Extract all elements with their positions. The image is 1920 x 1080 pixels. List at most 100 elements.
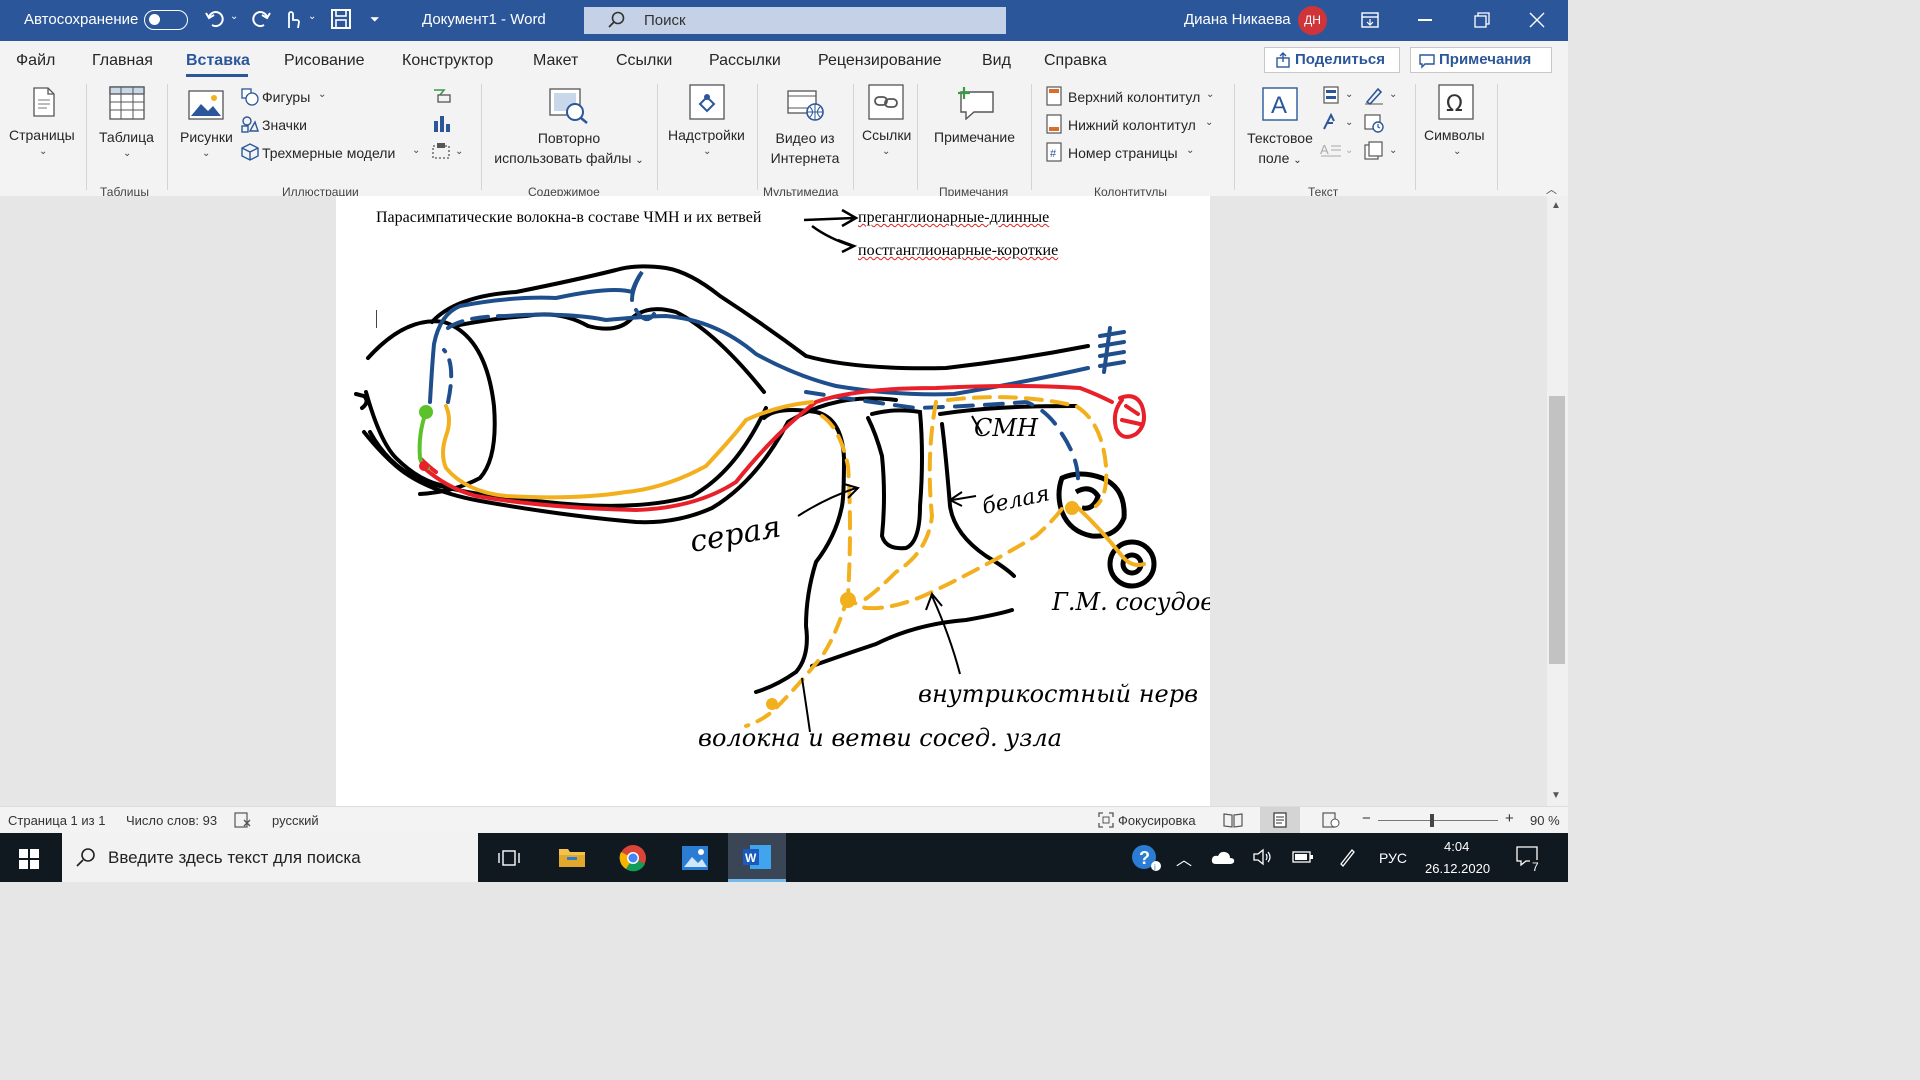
table-icon[interactable] [109, 86, 145, 120]
symbols-dropdown-icon[interactable]: ⌄ [1453, 146, 1462, 157]
reuse-files-icon[interactable] [549, 88, 589, 124]
language-indicator[interactable]: русский [272, 813, 319, 828]
web-layout-icon[interactable] [1322, 812, 1340, 828]
page-number-dropdown-icon[interactable]: ⌄ [1186, 145, 1195, 156]
focus-mode-button[interactable]: Фокусировка [1118, 813, 1196, 828]
header-dropdown-icon[interactable]: ⌄ [1206, 89, 1215, 100]
page-number-icon[interactable]: # [1046, 142, 1062, 162]
footer-icon[interactable] [1046, 114, 1062, 134]
symbols-button[interactable]: Символы [1424, 127, 1485, 143]
shapes-dropdown-icon[interactable]: ⌄ [318, 89, 327, 100]
focus-icon[interactable] [1098, 812, 1114, 828]
text-box-dropdown-icon[interactable]: ⌄ [1293, 155, 1302, 166]
save-icon[interactable] [330, 8, 352, 30]
chrome-icon[interactable] [619, 844, 647, 872]
reuse-files-dropdown-icon[interactable]: ⌄ [635, 155, 644, 166]
addins-icon[interactable] [689, 84, 725, 120]
signature-line-dropdown-icon[interactable]: ⌄ [1389, 89, 1398, 100]
zoom-slider-thumb[interactable] [1430, 814, 1434, 827]
tab-file[interactable]: Файл [16, 52, 56, 69]
undo-icon[interactable] [204, 8, 226, 30]
search-box[interactable]: Поиск [584, 7, 1006, 34]
page-count[interactable]: Страница 1 из 1 [8, 813, 106, 828]
tab-insert[interactable]: Вставка [186, 52, 250, 69]
taskbar-search-box[interactable]: Введите здесь текст для поиска [62, 833, 478, 882]
pictures-icon[interactable] [188, 90, 224, 120]
header-button[interactable]: Верхний колонтитул [1068, 89, 1201, 105]
help-icon[interactable]: ?i [1131, 844, 1161, 872]
proofing-icon[interactable] [234, 812, 252, 828]
new-comment-button[interactable]: Примечание [934, 129, 1016, 145]
links-icon[interactable] [868, 84, 904, 120]
document-page[interactable]: Парасимпатические волокна-в составе ЧМН … [336, 196, 1210, 806]
online-video-icon[interactable] [787, 88, 825, 122]
3d-models-button[interactable]: Трехмерные модели [262, 145, 396, 161]
ribbon-display-options-icon[interactable] [1361, 11, 1379, 29]
links-dropdown-icon[interactable]: ⌄ [882, 146, 891, 157]
touch-dropdown-icon[interactable]: ⌄ [308, 11, 317, 22]
undo-dropdown-icon[interactable]: ⌄ [230, 11, 239, 22]
collapse-ribbon-icon[interactable]: ︿ [1546, 184, 1557, 196]
footer-dropdown-icon[interactable]: ⌄ [1205, 117, 1214, 128]
page-number-button[interactable]: Номер страницы [1068, 145, 1178, 161]
screenshot-dropdown-icon[interactable]: ⌄ [455, 146, 464, 157]
word-count[interactable]: Число слов: 93 [126, 813, 218, 828]
addins-button[interactable]: Надстройки [668, 127, 745, 143]
pages-button[interactable]: Страницы [9, 127, 75, 143]
notification-center-icon[interactable] [1516, 846, 1538, 866]
customize-qat-icon[interactable]: ⏷ [370, 12, 380, 26]
show-hidden-icons-icon[interactable]: ︿ [1176, 852, 1193, 869]
comments-button[interactable]: Примечания [1410, 47, 1552, 73]
scroll-down-icon[interactable]: ▼ [1551, 790, 1561, 801]
tab-references[interactable]: Ссылки [616, 52, 673, 69]
volume-icon[interactable] [1252, 848, 1272, 866]
wordart-dropdown-icon[interactable]: ⌄ [1345, 117, 1354, 128]
scroll-up-icon[interactable]: ▲ [1551, 200, 1561, 211]
zoom-slider[interactable] [1378, 820, 1498, 821]
addins-dropdown-icon[interactable]: ⌄ [703, 146, 712, 157]
print-layout-button[interactable] [1260, 807, 1300, 833]
zoom-in-icon[interactable]: + [1505, 810, 1514, 827]
icons-button[interactable]: Значки [262, 117, 307, 133]
tab-review[interactable]: Рецензирование [818, 52, 942, 69]
wordart-icon[interactable] [1322, 113, 1340, 131]
share-button[interactable]: Поделиться [1264, 47, 1400, 73]
pictures-dropdown-icon[interactable]: ⌄ [202, 148, 211, 159]
photos-icon[interactable] [681, 845, 709, 871]
battery-icon[interactable] [1292, 850, 1314, 864]
screenshot-icon[interactable] [432, 142, 452, 160]
chart-icon[interactable] [432, 113, 452, 133]
file-explorer-icon[interactable] [558, 845, 586, 869]
header-icon[interactable] [1046, 86, 1062, 106]
input-language[interactable]: РУС [1379, 850, 1408, 866]
reuse-files-button[interactable]: Повторно использовать файлы ⌄ [486, 128, 652, 171]
avatar[interactable]: ДН [1298, 6, 1327, 35]
table-button[interactable]: Таблица [99, 129, 154, 145]
tab-layout[interactable]: Макет [533, 52, 579, 69]
minimize-icon[interactable] [1418, 19, 1432, 21]
tab-view[interactable]: Вид [982, 52, 1011, 69]
touch-mode-icon[interactable] [282, 8, 302, 30]
pictures-button[interactable]: Рисунки [180, 129, 233, 145]
3d-models-dropdown-icon[interactable]: ⌄ [412, 145, 421, 156]
tab-design[interactable]: Конструктор [402, 52, 494, 69]
shapes-icon[interactable] [241, 88, 259, 106]
tab-help[interactable]: Справка [1044, 52, 1107, 69]
restore-icon[interactable] [1474, 12, 1490, 28]
scrollbar-thumb[interactable] [1549, 396, 1565, 664]
tab-home[interactable]: Главная [92, 52, 153, 69]
quick-parts-icon[interactable] [1323, 86, 1339, 104]
table-dropdown-icon[interactable]: ⌄ [123, 148, 132, 159]
clock-time[interactable]: 4:04 [1444, 839, 1470, 854]
3d-models-icon[interactable] [241, 143, 259, 161]
taskbar-word-active[interactable]: W [728, 833, 786, 882]
read-mode-icon[interactable] [1223, 812, 1243, 828]
date-time-icon[interactable] [1364, 113, 1384, 133]
new-comment-icon[interactable] [956, 86, 996, 120]
clock-date[interactable]: 26.12.2020 [1425, 861, 1491, 876]
preganglionic-label[interactable]: преганглионарные-длинные [858, 209, 1050, 226]
pages-icon[interactable] [27, 86, 59, 118]
text-box-button[interactable]: Текстовое поле ⌄ [1238, 128, 1322, 171]
shapes-button[interactable]: Фигуры [262, 89, 311, 105]
document-heading-text[interactable]: Парасимпатические волокна-в составе ЧМН … [376, 209, 762, 226]
